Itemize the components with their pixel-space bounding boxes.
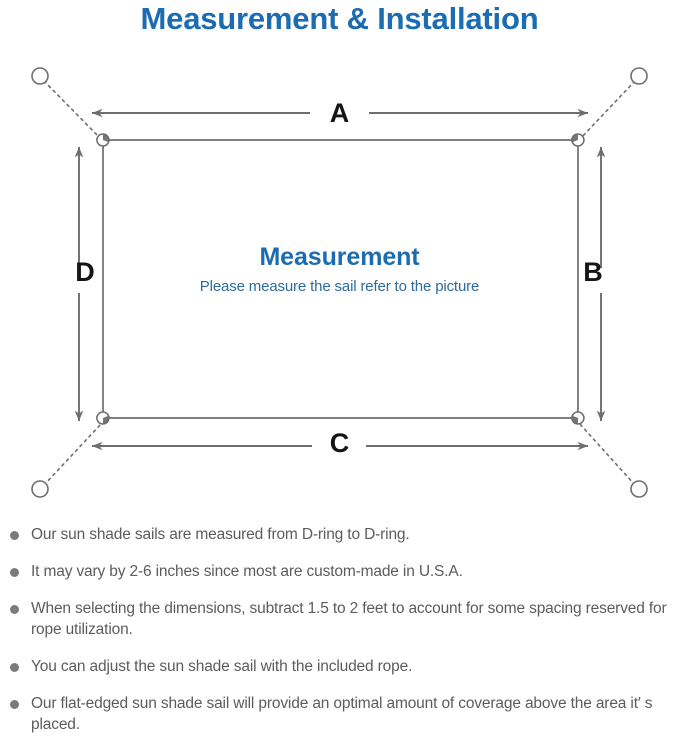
bullet-icon	[10, 605, 19, 614]
list-item: Our sun shade sails are measured from D-…	[0, 524, 679, 545]
diagram-center-subtitle: Please measure the sail refer to the pic…	[199, 278, 480, 295]
dimension-label-c: C	[329, 428, 350, 458]
note-text: Our sun shade sails are measured from D-…	[31, 526, 410, 543]
diagram-center-title: Measurement	[259, 243, 420, 271]
sail-measurement-diagram: Measurement Please measure the sail refe…	[0, 48, 679, 518]
bullet-icon	[10, 568, 19, 577]
d-ring-fill-top-left	[103, 133, 110, 143]
dimension-label-d: D	[75, 257, 95, 287]
rope-line-top-left	[43, 80, 103, 141]
d-ring-fills	[103, 133, 578, 425]
d-ring-fill-top-right	[571, 133, 578, 143]
list-item: Our flat-edged sun shade sail will provi…	[0, 693, 679, 735]
bullet-icon	[10, 663, 19, 672]
list-item: You can adjust the sun shade sail with t…	[0, 656, 679, 677]
anchor-point-top-left	[31, 67, 49, 85]
note-text: You can adjust the sun shade sail with t…	[31, 658, 413, 675]
rope-line-bottom-left	[43, 422, 103, 486]
note-text: Our flat-edged sun shade sail will provi…	[31, 695, 653, 733]
dimension-label-b: B	[583, 257, 603, 287]
anchor-point-top-right	[630, 67, 648, 85]
page-title: Measurement & Installation	[140, 1, 539, 36]
dimension-arrows	[74, 108, 606, 451]
anchor-points	[31, 67, 648, 498]
diagram-svg	[31, 67, 648, 498]
list-item: It may vary by 2-6 inches since most are…	[0, 561, 679, 582]
d-ring-fill-bottom-left	[103, 415, 110, 425]
d-ring-fill-bottom-right	[571, 415, 578, 425]
note-text: When selecting the dimensions, subtract …	[31, 600, 667, 638]
anchor-point-bottom-right	[630, 480, 648, 498]
dimension-label-a: A	[329, 98, 350, 128]
rope-lines	[43, 80, 636, 486]
bullet-icon	[10, 700, 19, 709]
bullet-icon	[10, 531, 19, 540]
list-item: When selecting the dimensions, subtract …	[0, 598, 679, 640]
sail-body	[102, 139, 579, 419]
notes-list: Our sun shade sails are measured from D-…	[0, 524, 679, 751]
rope-line-bottom-right	[578, 422, 636, 486]
note-text: It may vary by 2-6 inches since most are…	[31, 563, 463, 580]
rope-line-top-right	[578, 80, 636, 141]
anchor-point-bottom-left	[31, 480, 49, 498]
